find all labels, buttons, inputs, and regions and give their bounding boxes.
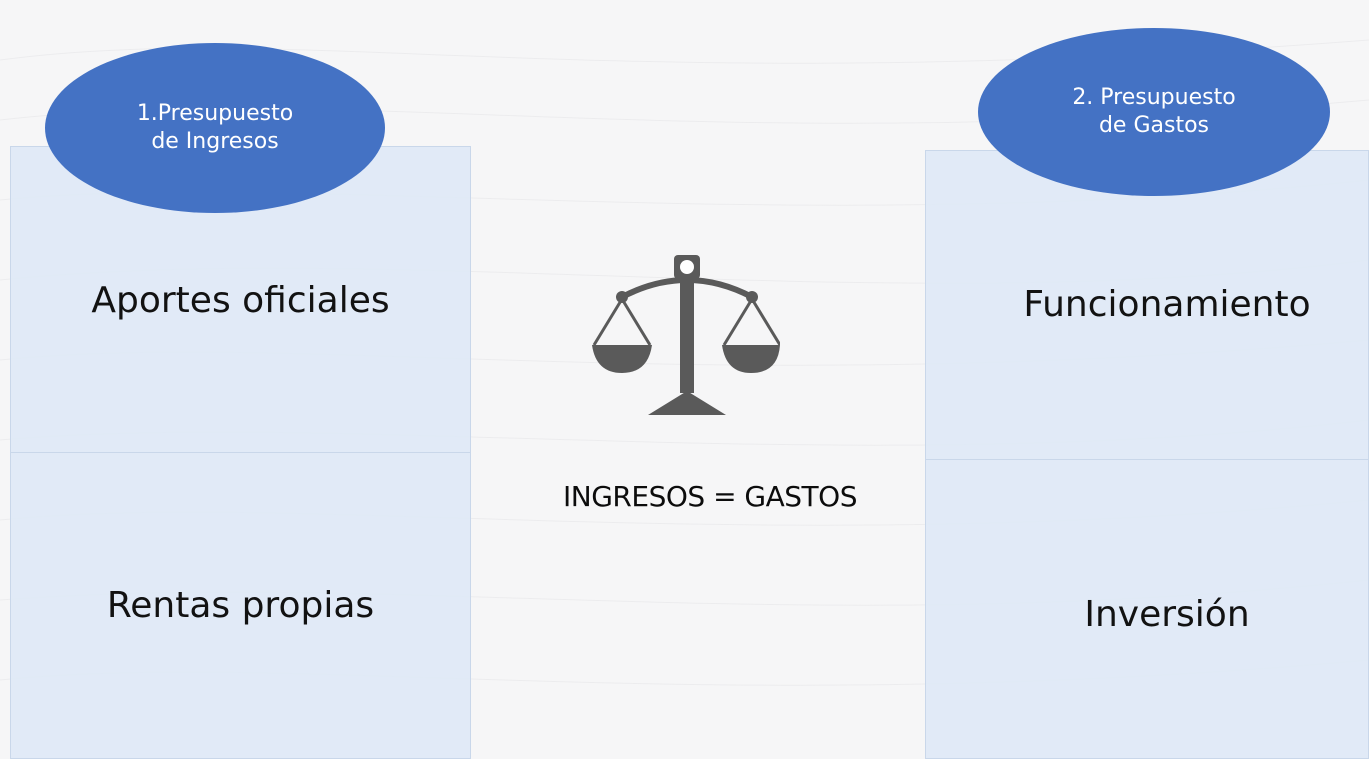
scale-icon (592, 255, 780, 415)
income-item-aportes: Aportes oficiales (91, 280, 390, 321)
expenses-heading-ellipse: 2. Presupuesto de Gastos (978, 28, 1330, 196)
expenses-item-inversion: Inversión (1084, 594, 1250, 635)
income-heading-ellipse: 1.Presupuesto de Ingresos (45, 43, 385, 213)
expenses-item-funcionamiento: Funcionamiento (1023, 284, 1311, 325)
expenses-heading: 2. Presupuesto de Gastos (1072, 85, 1236, 138)
expenses-box-funcionamiento: Funcionamiento (925, 150, 1369, 460)
income-item-rentas: Rentas propias (106, 585, 375, 626)
equation-label: INGRESOS = GASTOS (563, 480, 857, 513)
expenses-box-inversion: Inversión (925, 459, 1369, 759)
income-heading: 1.Presupuesto de Ingresos (136, 101, 294, 154)
income-box-rentas: Rentas propias (10, 452, 471, 759)
